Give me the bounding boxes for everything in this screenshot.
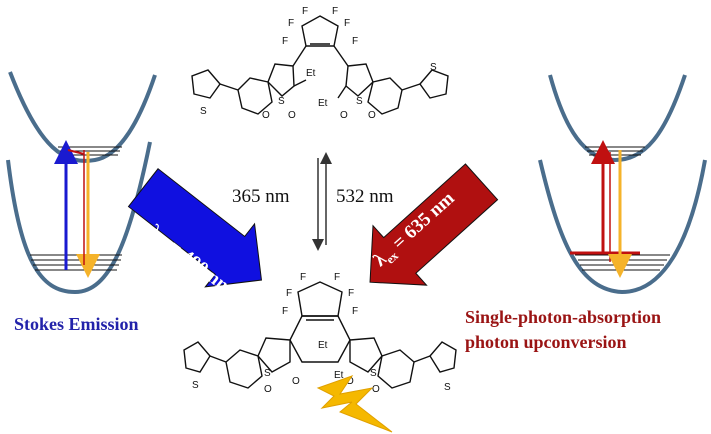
vis-wavelength-label: 532 nm bbox=[336, 186, 394, 207]
svg-text:O: O bbox=[346, 376, 354, 387]
lightning-bolt-icon bbox=[316, 375, 393, 433]
svg-text:F: F bbox=[282, 36, 288, 47]
svg-text:F: F bbox=[348, 288, 354, 299]
svg-text:O: O bbox=[264, 384, 272, 395]
right-energy-diagram bbox=[538, 74, 707, 295]
svg-text:F: F bbox=[300, 272, 306, 283]
svg-text:F: F bbox=[302, 6, 308, 17]
closed-form-molecule bbox=[183, 281, 457, 389]
svg-text:O: O bbox=[372, 384, 380, 395]
svg-text:S: S bbox=[444, 382, 451, 393]
svg-text:S: S bbox=[192, 380, 199, 391]
svg-text:S: S bbox=[278, 96, 285, 107]
svg-text:O: O bbox=[368, 110, 376, 121]
svg-text:S: S bbox=[370, 368, 377, 379]
svg-text:S: S bbox=[430, 62, 437, 73]
svg-text:Et: Et bbox=[318, 340, 328, 351]
svg-text:O: O bbox=[262, 110, 270, 121]
svg-text:F: F bbox=[352, 306, 358, 317]
svg-text:F: F bbox=[332, 6, 338, 17]
left-energy-diagram bbox=[6, 71, 157, 295]
upconversion-label-line1: Single-photon-absorption bbox=[465, 307, 662, 327]
svg-text:S: S bbox=[356, 96, 363, 107]
blue-excitation-arrow bbox=[127, 168, 263, 288]
svg-text:O: O bbox=[340, 110, 348, 121]
svg-text:F: F bbox=[344, 18, 350, 29]
svg-text:F: F bbox=[352, 36, 358, 47]
ground-state-well bbox=[6, 141, 152, 295]
svg-text:O: O bbox=[292, 376, 300, 387]
upconversion-label-line2: photon upconversion bbox=[465, 332, 627, 352]
upconversion-label: Single-photon-absorption photon upconver… bbox=[465, 305, 661, 355]
open-form-molecule bbox=[191, 15, 449, 115]
excited-state-well bbox=[548, 74, 687, 163]
svg-text:F: F bbox=[288, 18, 294, 29]
red-excitation-arrow bbox=[369, 163, 499, 286]
uv-wavelength-label: 365 nm bbox=[232, 186, 290, 207]
stokes-emission-label: Stokes Emission bbox=[14, 314, 139, 334]
svg-text:F: F bbox=[286, 288, 292, 299]
svg-text:Et: Et bbox=[306, 68, 316, 79]
ground-state-well bbox=[538, 159, 707, 295]
svg-text:Et: Et bbox=[334, 370, 344, 381]
svg-text:F: F bbox=[282, 306, 288, 317]
svg-text:O: O bbox=[288, 110, 296, 121]
svg-text:F: F bbox=[334, 272, 340, 283]
relaxation-arrow bbox=[67, 149, 85, 155]
svg-text:S: S bbox=[200, 106, 207, 117]
svg-text:S: S bbox=[264, 368, 271, 379]
excited-state-well bbox=[8, 71, 157, 163]
svg-text:Et: Et bbox=[318, 98, 328, 109]
